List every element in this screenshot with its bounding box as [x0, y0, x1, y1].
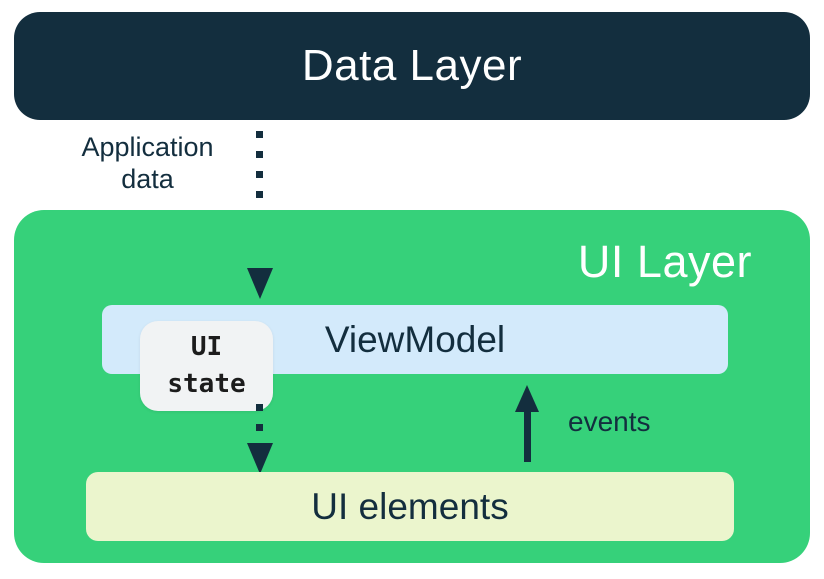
ui-state-chip: UI state	[140, 321, 273, 411]
data-layer-box: Data Layer	[14, 12, 810, 120]
ui-layer-label: UI Layer	[577, 236, 752, 287]
ui-elements-box: UI elements	[86, 472, 734, 541]
ui-state-label-line2: state	[167, 369, 246, 399]
arrow-up-icon	[515, 385, 539, 412]
data-layer-label: Data Layer	[301, 41, 523, 90]
events-label: events	[568, 406, 651, 437]
application-data-label-line1: Application	[81, 132, 214, 162]
application-data-arrow-line	[256, 131, 263, 263]
application-data-label-line2: data	[121, 164, 174, 194]
arrow-down-icon	[247, 268, 273, 299]
events-arrow-line	[524, 408, 531, 462]
ui-state-label-line1: UI	[190, 332, 223, 362]
application-data-label: Application data	[55, 131, 240, 195]
viewmodel-label: ViewModel	[324, 318, 506, 360]
ui-state-arrow-line	[256, 404, 263, 444]
arrow-down-icon	[247, 443, 273, 474]
ui-elements-label: UI elements	[311, 485, 509, 527]
